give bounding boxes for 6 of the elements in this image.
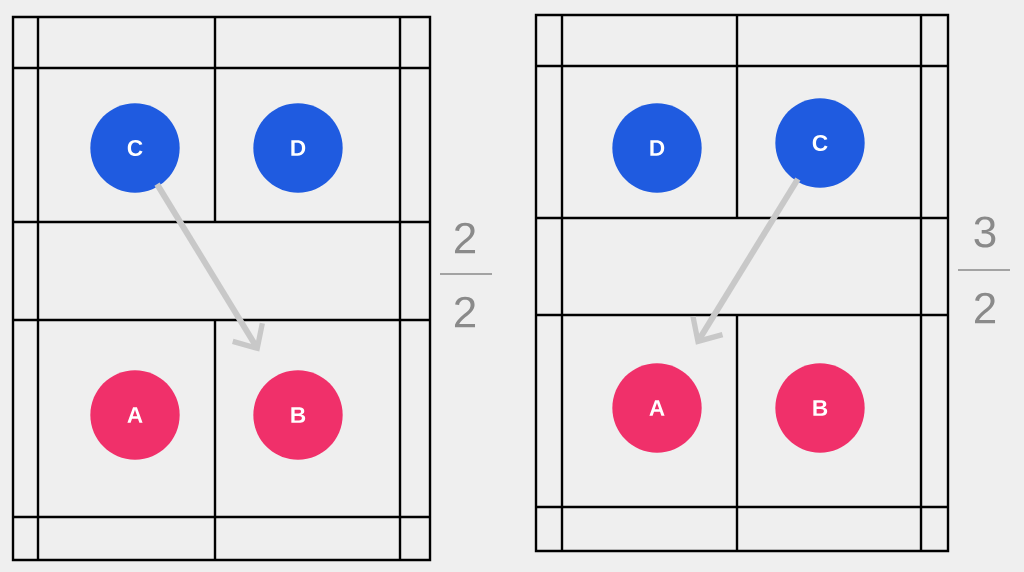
fraction-number: 2 — [455, 296, 475, 328]
fraction-number: 3 — [974, 216, 996, 248]
arrow — [690, 177, 801, 345]
arrow — [154, 182, 265, 352]
fraction-number: 2 — [975, 292, 995, 324]
fraction-number: 2 — [455, 222, 475, 254]
